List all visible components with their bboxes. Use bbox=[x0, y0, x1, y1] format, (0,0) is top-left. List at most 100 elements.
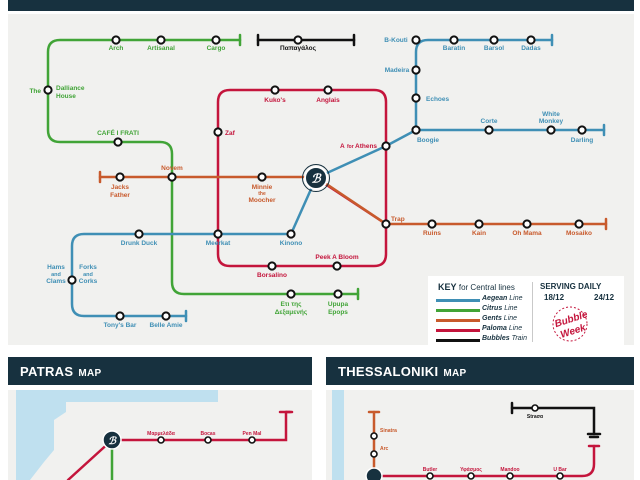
patras-station-1[interactable] bbox=[157, 436, 165, 444]
label-corte: Corte bbox=[481, 118, 498, 125]
key-title: KEY for Central lines bbox=[438, 282, 515, 292]
thessaloniki-station-butler[interactable] bbox=[426, 472, 434, 480]
station-dadas[interactable] bbox=[526, 35, 536, 45]
key-row-gents: Gents Line bbox=[436, 315, 532, 325]
station-mosaiko[interactable] bbox=[574, 219, 584, 229]
station-cafe-frati[interactable] bbox=[113, 137, 123, 147]
station-eti-tis[interactable] bbox=[286, 289, 296, 299]
station-kain[interactable] bbox=[474, 219, 484, 229]
label-kinono: Kinono bbox=[280, 240, 302, 247]
label-anglais: Anglais bbox=[316, 97, 340, 104]
key-separator bbox=[532, 282, 533, 342]
thessaloniki-sea bbox=[332, 390, 344, 480]
patras-station-3[interactable] bbox=[248, 436, 256, 444]
patras-title-text: PATRAS bbox=[20, 364, 74, 379]
central-hub[interactable] bbox=[304, 166, 328, 190]
station-oh-mama[interactable] bbox=[522, 219, 532, 229]
thessaloniki-label-strata: Straσα bbox=[527, 414, 544, 420]
station-b-kouti[interactable] bbox=[411, 35, 421, 45]
station-darling[interactable] bbox=[577, 125, 587, 135]
label-ruins: Ruins bbox=[423, 230, 441, 237]
label-eti-2: Δεξαμενής bbox=[275, 309, 308, 316]
label-cafe-frati: CAFÉ I FRATI bbox=[97, 128, 139, 137]
station-white-monkey[interactable] bbox=[546, 125, 556, 135]
station-papagalos[interactable] bbox=[293, 35, 303, 45]
label-forks-1: Forks bbox=[79, 264, 97, 271]
thessaloniki-map: Sinatra Arc Butler Υφάσμος Mandoo U Bar … bbox=[326, 390, 634, 480]
station-barsol[interactable] bbox=[489, 35, 499, 45]
label-jacks-2: Father bbox=[110, 192, 130, 199]
label-zaf: Zaf bbox=[225, 130, 236, 137]
station-ruins[interactable] bbox=[427, 219, 437, 229]
station-dalliance-house[interactable] bbox=[43, 85, 53, 95]
key-word-paloma: Line bbox=[508, 325, 523, 332]
key-swatch-bubbles bbox=[436, 339, 480, 342]
station-minnie[interactable] bbox=[257, 172, 267, 182]
patras-label-2: Bocas bbox=[200, 431, 215, 437]
patras-label-3: Pen Mal bbox=[243, 431, 263, 437]
station-jacks-father[interactable] bbox=[115, 172, 125, 182]
thessaloniki-station-ubar[interactable] bbox=[556, 472, 564, 480]
station-athens[interactable] bbox=[381, 141, 391, 151]
station-baratin[interactable] bbox=[449, 35, 459, 45]
key-name-bubbles: Bubbles bbox=[482, 335, 510, 342]
key-label-paloma: Paloma Line bbox=[482, 325, 522, 332]
station-hams-clams[interactable] bbox=[67, 275, 77, 285]
patras-title-suffix: MAP bbox=[78, 368, 102, 379]
label-meerkat: Meerkat bbox=[206, 240, 231, 247]
thessaloniki-hub[interactable] bbox=[365, 467, 383, 480]
station-upupa[interactable] bbox=[333, 289, 343, 299]
patras-map-svg: ℬ Μαρμελάδα Bocas Pen Mal bbox=[16, 390, 294, 480]
patras-hub[interactable] bbox=[102, 430, 122, 450]
label-oh-mama: Oh Mama bbox=[512, 230, 542, 237]
station-boogie[interactable] bbox=[411, 125, 421, 135]
key-label-aegean: Aegean Line bbox=[482, 295, 522, 302]
key-row-bubbles: Bubbles Train bbox=[436, 335, 532, 345]
thessaloniki-station-sinatra[interactable] bbox=[370, 432, 378, 440]
label-artisanal: Artisanal bbox=[147, 45, 175, 52]
key-word-gents: Line bbox=[503, 315, 518, 322]
label-baratin: Baratin bbox=[443, 45, 465, 52]
thessaloniki-station-mandoo[interactable] bbox=[506, 472, 514, 480]
key-title-sub: for Central lines bbox=[458, 283, 515, 292]
station-echoes[interactable] bbox=[411, 93, 421, 103]
station-kinono[interactable] bbox=[286, 229, 296, 239]
key-name-gents: Gents bbox=[482, 315, 502, 322]
key-swatch-gents bbox=[436, 319, 480, 322]
thessaloniki-station-arc[interactable] bbox=[370, 450, 378, 458]
station-trap[interactable] bbox=[381, 219, 391, 229]
label-boogie: Boogie bbox=[417, 137, 439, 144]
central-hub-ring bbox=[302, 164, 330, 192]
station-arch[interactable] bbox=[111, 35, 121, 45]
station-novem[interactable] bbox=[167, 172, 177, 182]
label-dalliance-2: House bbox=[56, 93, 76, 100]
label-white-monkey-1: White bbox=[542, 111, 560, 118]
key-name-citrus: Citrus bbox=[482, 305, 503, 312]
station-borsalino[interactable] bbox=[267, 261, 277, 271]
station-anglais[interactable] bbox=[323, 85, 333, 95]
station-meerkat[interactable] bbox=[213, 229, 223, 239]
station-tonys-bar[interactable] bbox=[115, 311, 125, 321]
label-minnie-2: the bbox=[258, 191, 266, 197]
label-drunk-duck: Drunk Duck bbox=[121, 240, 158, 247]
station-zaf[interactable] bbox=[213, 127, 223, 137]
patras-hub-icon: ℬ bbox=[108, 435, 117, 447]
station-peek-a-bloom[interactable] bbox=[332, 261, 342, 271]
patras-station-2[interactable] bbox=[204, 436, 212, 444]
key-row-aegean: Aegean Line bbox=[436, 295, 532, 305]
patras-map: ℬ Μαρμελάδα Bocas Pen Mal bbox=[8, 390, 312, 480]
patras-sea bbox=[16, 390, 218, 480]
key-row-citrus: Citrus Line bbox=[436, 305, 532, 315]
central-map-svg: ℬ Arch Artisanal Cargo CAFÉ I FRATI Ετι … bbox=[29, 33, 608, 329]
station-belle-amie[interactable] bbox=[161, 311, 171, 321]
station-madeira[interactable] bbox=[411, 65, 421, 75]
station-cargo[interactable] bbox=[211, 35, 221, 45]
thessaloniki-station-yfasmos[interactable] bbox=[467, 472, 475, 480]
station-drunk-duck[interactable] bbox=[134, 229, 144, 239]
thessaloniki-station-strata[interactable] bbox=[531, 404, 539, 412]
station-kukos[interactable] bbox=[270, 85, 280, 95]
label-novem: Novem bbox=[161, 165, 183, 172]
station-artisanal[interactable] bbox=[156, 35, 166, 45]
station-corte[interactable] bbox=[484, 125, 494, 135]
